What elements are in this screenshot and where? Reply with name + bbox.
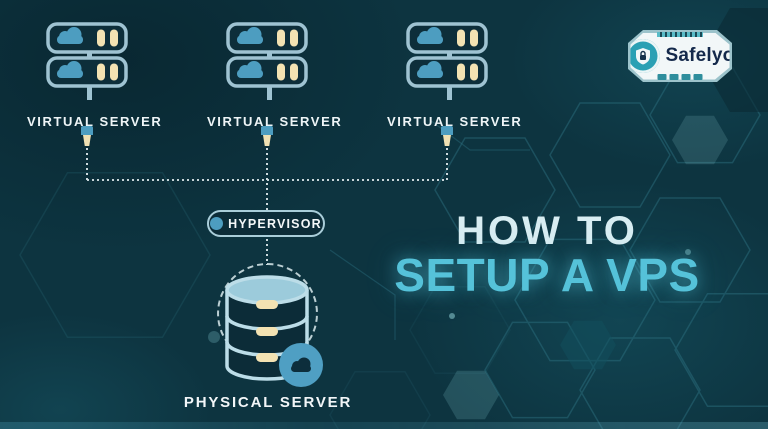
badge-bottom-decoration [657, 74, 703, 80]
hypervisor-box: HYPERVISOR [207, 210, 325, 237]
virtual-server-3: VIRTUAL SERVER [387, 22, 523, 129]
dotted-wire-vertical [266, 239, 268, 265]
virtual-server-label: VIRTUAL SERVER [27, 114, 163, 129]
brand-badge: Safelyo [628, 30, 732, 82]
dotted-bus-horizontal [87, 179, 447, 181]
virtual-server-2: VIRTUAL SERVER [207, 22, 343, 129]
brand-name: Safelyo [665, 45, 735, 66]
cloud-icon [291, 357, 311, 372]
shield-lock-icon [630, 39, 660, 73]
connector-plug-icon [441, 126, 453, 146]
connector-plug-icon [81, 126, 93, 146]
dotted-wire-vertical [86, 148, 88, 180]
brand-badge-inner: Safelyo [630, 32, 730, 80]
page-title: HOW TO SETUP A VPS [382, 211, 712, 299]
server-rack-cloud-icon [406, 22, 488, 100]
title-line-2: SETUP A VPS [394, 249, 700, 301]
physical-server-label: PHYSICAL SERVER [183, 394, 353, 411]
server-rack-cloud-icon [46, 22, 128, 100]
virtual-server-1: VIRTUAL SERVER [27, 22, 163, 129]
cloud-badge-icon [279, 343, 323, 387]
virtual-server-label: VIRTUAL SERVER [207, 114, 343, 129]
title-line-1: HOW TO [456, 209, 638, 253]
virtual-server-label: VIRTUAL SERVER [387, 114, 523, 129]
dotted-wire-vertical [446, 148, 448, 180]
badge-top-decoration [657, 31, 703, 37]
connector-plug-icon [261, 126, 273, 146]
bottom-accent-band [0, 422, 768, 429]
hypervisor-label: HYPERVISOR [228, 216, 322, 231]
server-rack-cloud-icon [226, 22, 308, 100]
blue-dot-icon [210, 217, 224, 230]
